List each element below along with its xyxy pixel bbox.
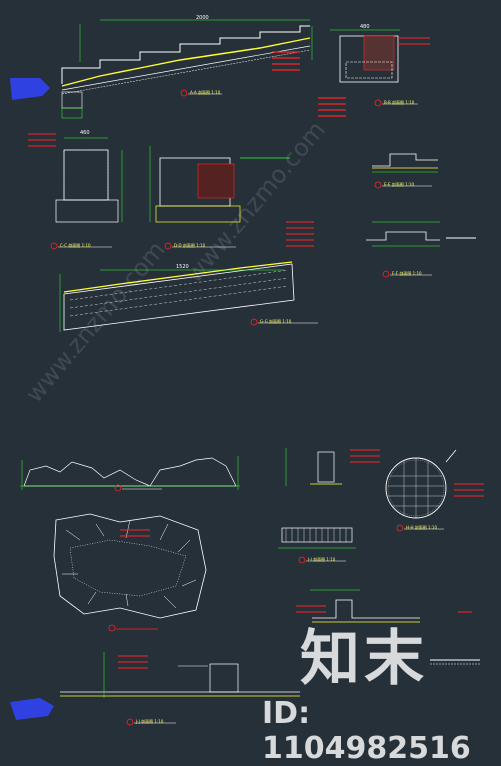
right-details — [366, 153, 476, 278]
pedestal-detail — [278, 448, 380, 564]
bottom-left-section — [10, 652, 300, 726]
lower-right-section — [296, 589, 480, 665]
caption-sec-j: J-J 剖面图 1:10 — [136, 719, 164, 724]
caption-sec-h: H-H 剖面图 1:10 — [406, 525, 437, 530]
caption-sec-i: I-I 剖面图 1:10 — [308, 557, 336, 562]
pier-sections — [28, 133, 290, 250]
caption-sec-e: E-E 剖面图 1:10 — [384, 182, 415, 187]
stair-section — [10, 19, 313, 119]
dimension-ramp: 1520 — [176, 264, 189, 270]
dimension-pier: 460 — [80, 130, 90, 136]
caption-sec-a: A-A 剖面图 1:10 — [190, 90, 221, 95]
wall-detail — [318, 29, 430, 117]
caption-sec-g: G-G 剖面图 1:10 — [260, 319, 292, 324]
ramp-section — [59, 221, 318, 332]
dimension-stair: 2000 — [196, 15, 209, 21]
caption-sec-d: D-D 剖面图 1:10 — [174, 243, 206, 248]
dimension-wall: 480 — [360, 24, 370, 30]
caption-sec-c: C-C 剖面图 1:10 — [60, 243, 91, 248]
caption-sec-f: F-F 剖面图 1:10 — [392, 271, 422, 276]
rock-elevation — [20, 456, 240, 492]
caption-sec-b: B-B 剖面图 1:10 — [384, 100, 415, 105]
rock-plan — [53, 513, 207, 632]
watermark-id: ID: 1104982516 — [262, 696, 471, 766]
circular-paving — [385, 449, 484, 532]
watermark-brand: 知末 — [300, 624, 428, 694]
